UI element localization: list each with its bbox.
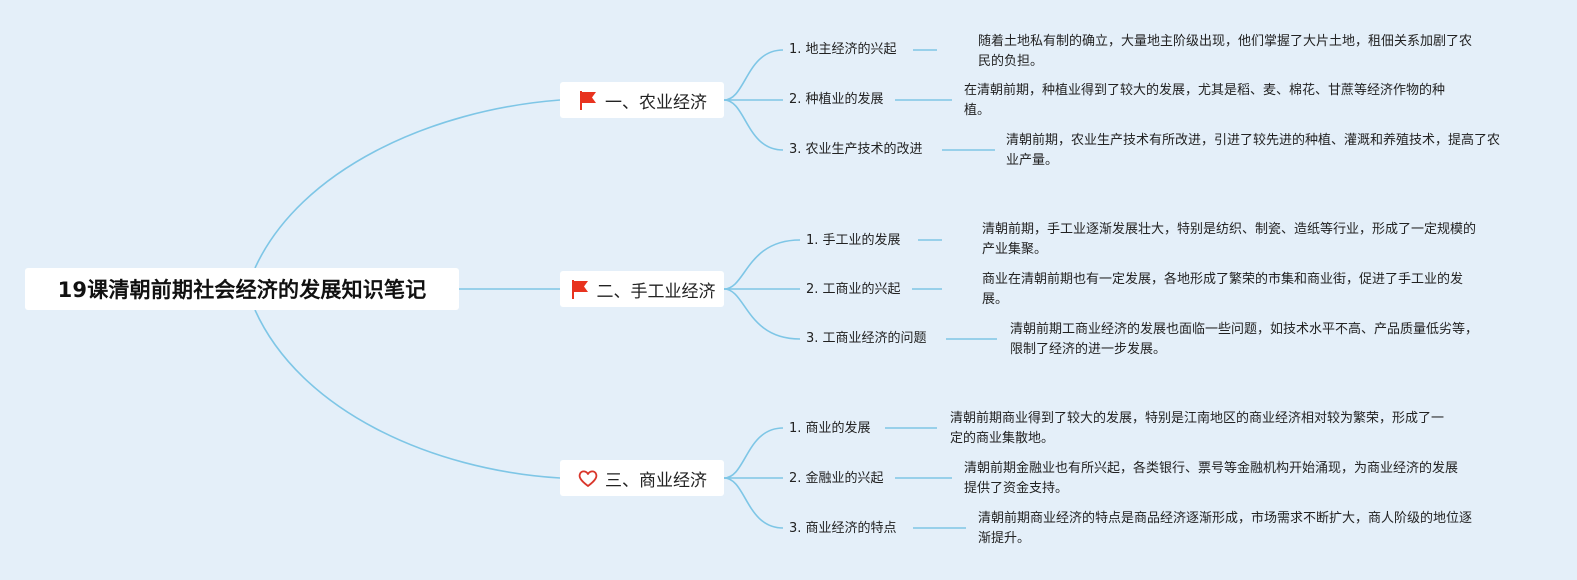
subtopic[interactable]: 1. 地主经济的兴起 [789,42,897,57]
branch-agriculture[interactable]: 一、农业经济 [560,82,724,118]
note-text[interactable]: 清朝前期工商业经济的发展也面临一些问题，如技术水平不高、产品质量低劣等，限制了经… [1010,322,1479,357]
branch-connector [723,288,801,340]
subtopic[interactable]: 3. 商业经济的特点 [789,521,897,536]
branch-connector [723,239,801,290]
note-text[interactable]: 清朝前期商业经济的特点是商品经济逐渐形成，市场需求不断扩大，商人阶级的地位逐渐提… [978,511,1473,546]
root-connector [254,309,561,479]
flag-icon [569,278,591,300]
subtopic[interactable]: 2. 种植业的发展 [789,92,884,107]
subtopic[interactable]: 2. 金融业的兴起 [789,471,884,486]
branch-label: 一、农业经济 [605,92,707,113]
branch-label: 二、手工业经济 [596,281,716,302]
root-topic-label: 19课清朝前期社会经济的发展知识笔记 [57,278,427,302]
subtopic[interactable]: 3. 工商业经济的问题 [806,331,927,346]
subtopic[interactable]: 1. 商业的发展 [789,421,871,436]
note-text[interactable]: 清朝前期商业得到了较大的发展，特别是江南地区的商业经济相对较为繁荣，形成了一定的… [950,411,1445,446]
flag-icon [577,89,599,111]
root-topic[interactable]: 19课清朝前期社会经济的发展知识笔记 [25,268,459,310]
branch-label: 三、商业经济 [605,470,707,491]
root-connector [254,99,561,269]
branch-connector [723,99,784,151]
note-text[interactable]: 清朝前期，手工业逐渐发展壮大，特别是纺织、制瓷、造纸等行业，形成了一定规模的产业… [982,222,1477,257]
subtopic[interactable]: 2. 工商业的兴起 [806,282,901,297]
note-text[interactable]: 清朝前期，农业生产技术有所改进，引进了较先进的种植、灌溉和养殖技术，提高了农业产… [1006,133,1501,168]
note-text[interactable]: 在清朝前期，种植业得到了较大的发展，尤其是稻、麦、棉花、甘蔗等经济作物的种植。 [964,83,1446,118]
branch-handicraft[interactable]: 二、手工业经济 [560,271,724,307]
note-text[interactable]: 清朝前期金融业也有所兴起，各类银行、票号等金融机构开始涌现，为商业经济的发展提供… [964,461,1459,496]
subtopic[interactable]: 1. 手工业的发展 [806,233,901,248]
branch-connector [723,49,784,101]
branch-connector [723,427,784,479]
note-text[interactable]: 商业在清朝前期也有一定发展，各地形成了繁荣的市集和商业街，促进了手工业的发展。 [982,272,1464,307]
heart-icon [577,467,599,489]
subtopic[interactable]: 3. 农业生产技术的改进 [789,142,923,157]
branch-connector [723,477,784,529]
branch-commerce[interactable]: 三、商业经济 [560,460,724,496]
note-text[interactable]: 随着土地私有制的确立，大量地主阶级出现，他们掌握了大片土地，租佃关系加剧了农民的… [978,34,1473,69]
